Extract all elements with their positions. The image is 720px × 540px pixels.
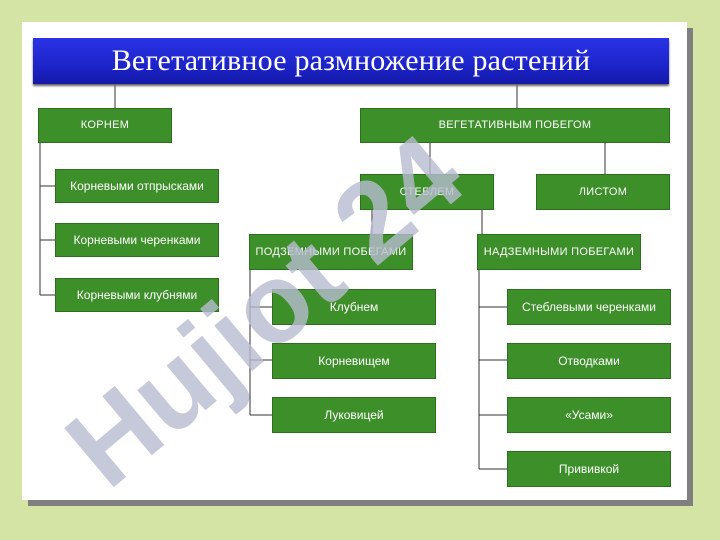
- title-bar: Вегетативное размножение растений: [33, 38, 669, 84]
- node-nadzemnymi-pobegami: НАДЗЕМНЫМИ ПОБЕГАМИ: [477, 234, 641, 270]
- node-vegetativnym-pobegom: ВЕГЕТАТИВНЫМ ПОБЕГОМ: [360, 108, 670, 143]
- node-listom: ЛИСТОМ: [536, 174, 670, 210]
- node-kornevymi-cherenkami: Корневыми черенками: [55, 223, 219, 257]
- node-podzemnymi-pobegami: ПОДЗЕМНЫМИ ПОБЕГАМИ: [249, 234, 413, 270]
- node-kornem: КОРНЕМ: [38, 108, 172, 143]
- node-klubnem: Клубнем: [272, 289, 436, 325]
- node-steblem: СТЕБЛЕМ: [360, 174, 494, 210]
- node-privivkoy: Прививкой: [507, 451, 671, 487]
- page-title: Вегетативное размножение растений: [111, 44, 591, 77]
- node-kornevymi-otpryskami: Корневыми отпрысками: [55, 169, 219, 203]
- node-otvodkami: Отводками: [507, 343, 671, 379]
- node-usami: «Усами»: [507, 397, 671, 433]
- node-steblevymi-cherenkami: Стеблевыми черенками: [507, 289, 671, 325]
- node-kornevymi-klubnyami: Корневыми клубнями: [55, 278, 219, 312]
- node-kornevishchem: Корневищем: [272, 343, 436, 379]
- node-lukovitsey: Луковицей: [272, 397, 436, 433]
